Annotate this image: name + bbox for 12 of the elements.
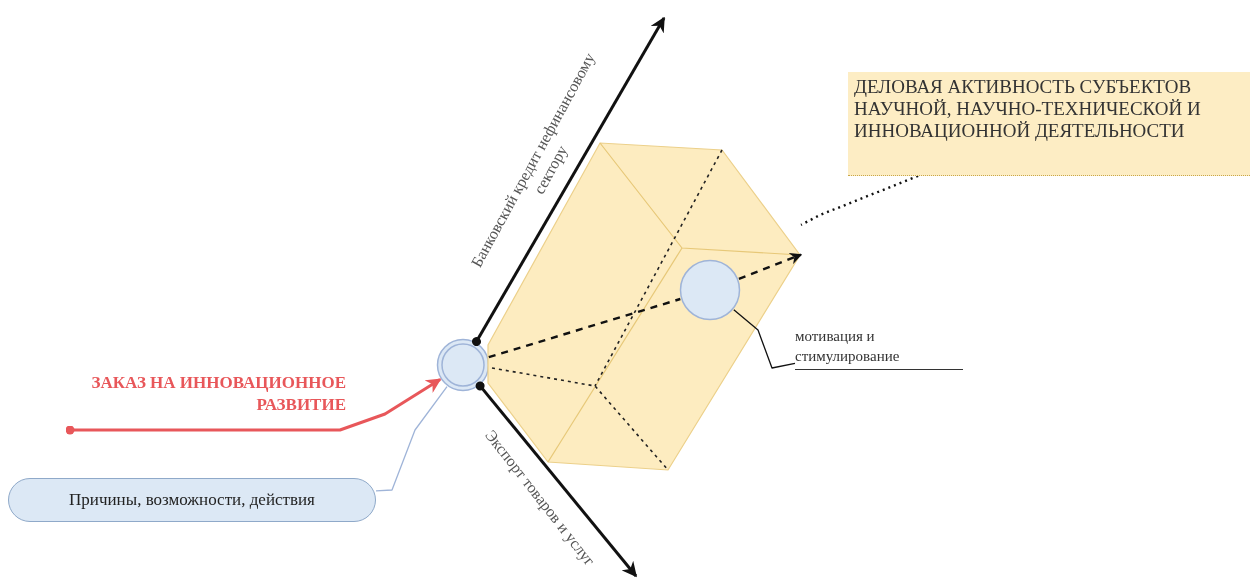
arrow: [475, 381, 638, 578]
leader-line: [800, 174, 919, 226]
leader-line: [488, 297, 681, 359]
arrow: [65, 378, 442, 435]
arrow: [472, 16, 666, 347]
callout-box: ДЕЛОВАЯ АКТИВНОСТЬ СУБЪЕКТОВ НАУЧНОЙ, НАУЧНО-ТЕХНИЧЕСКОЙ И ИННОВАЦИОННОЙ ДЕЯТЕЛЬНОСТИ: [848, 72, 1250, 176]
callout-text: мотивация и стимулирование: [795, 322, 963, 370]
leader-line: [375, 386, 448, 492]
edge-label: ЗАКАЗ НА ИННОВАЦИОННОЕ РАЗВИТИЕ: [90, 372, 346, 416]
rounded-box: Причины, возможности, действия: [8, 478, 376, 522]
arrow: [738, 253, 803, 280]
leader-line: [733, 309, 796, 369]
